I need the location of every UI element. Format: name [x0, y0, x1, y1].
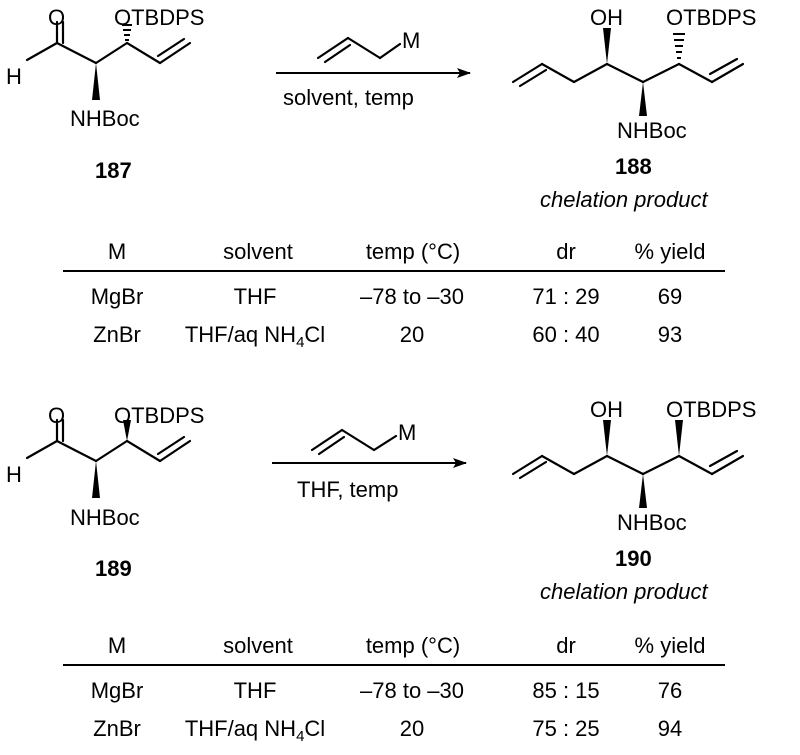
table-rule: [63, 270, 725, 272]
cell-metal: MgBr: [90, 284, 144, 309]
carbonyl-oxygen-label: O: [48, 403, 66, 428]
compound-number-188: 188: [615, 154, 652, 179]
cell-metal: MgBr: [90, 678, 144, 703]
reaction-conditions: solvent, temp: [283, 85, 414, 110]
compound-number-189: 189: [95, 556, 132, 581]
carbonyl-oxygen-label: O: [48, 5, 66, 30]
table-header-solvent: solvent: [223, 633, 293, 658]
reagent-metal-label: M: [398, 420, 417, 445]
reagent-metal-label: M: [402, 28, 421, 53]
cell-temp: 20: [399, 716, 425, 741]
wedge-bond-otbdps-189: [123, 420, 131, 441]
amine-label: NHBoc: [70, 106, 140, 131]
amine-label: NHBoc: [70, 505, 140, 530]
table-header-dr: dr: [556, 239, 576, 264]
hydroxyl-label: OH: [590, 5, 623, 30]
cell-dr: 71 : 29: [532, 284, 600, 309]
wedge-bond-hydroxyl-190: [603, 420, 611, 456]
cell-solvent: THF/aq NH4Cl: [184, 322, 326, 351]
cell-dr: 85 : 15: [532, 678, 600, 703]
table-header-solvent: solvent: [223, 239, 293, 264]
cell-yield: 69: [657, 284, 683, 309]
product-caption: chelation product: [540, 187, 708, 212]
wedge-bond-amine-190: [639, 474, 647, 508]
cell-solvent: THF: [233, 678, 277, 703]
cell-yield: 93: [657, 322, 683, 347]
hash-bond-otbdps-187: [122, 24, 132, 41]
table-header-yield: % yield: [634, 633, 706, 658]
substrate-189-skeleton: [25, 418, 192, 463]
aldehyde-hydrogen-label: H: [6, 64, 22, 89]
cell-yield: 76: [657, 678, 683, 703]
reaction-conditions: THF, temp: [297, 477, 399, 502]
table-header-metal: M: [107, 239, 127, 264]
cell-solvent: THF/aq NH4Cl: [184, 716, 326, 745]
table-header-yield: % yield: [634, 239, 706, 264]
table-header-temp: temp (°C): [365, 239, 461, 264]
cell-dr: 60 : 40: [532, 322, 600, 347]
otbdps-label: OTBDPS: [666, 397, 757, 422]
cell-metal: ZnBr: [93, 322, 141, 347]
cell-yield: 94: [657, 716, 683, 741]
wedge-bond-amine-188: [639, 82, 647, 116]
table-header-temp: temp (°C): [365, 633, 461, 658]
wedge-bond-otbdps-190: [675, 420, 683, 456]
cell-temp: 20: [399, 322, 425, 347]
substrate-187-skeleton: [25, 20, 192, 65]
wedge-bond-amine-189: [92, 461, 100, 498]
compound-number-190: 190: [615, 546, 652, 571]
product-190-skeleton: [511, 449, 745, 480]
otbdps-label: OTBDPS: [114, 403, 205, 428]
table-rule: [63, 664, 725, 666]
aldehyde-hydrogen-label: H: [6, 462, 22, 487]
table-header-dr: dr: [556, 633, 576, 658]
cell-temp: –78 to –30: [360, 284, 464, 309]
wedge-bond-amine-187: [92, 63, 100, 100]
otbdps-label: OTBDPS: [114, 5, 205, 30]
amine-label: NHBoc: [617, 118, 687, 143]
cell-temp: –78 to –30: [360, 678, 464, 703]
cell-metal: ZnBr: [93, 716, 141, 741]
cell-solvent: THF: [233, 284, 277, 309]
cell-dr: 75 : 25: [532, 716, 600, 741]
otbdps-label: OTBDPS: [666, 5, 757, 30]
hydroxyl-label: OH: [590, 397, 623, 422]
table-header-metal: M: [107, 633, 127, 658]
allyl-reagent-2: [310, 428, 398, 456]
hash-bond-otbdps-188: [673, 33, 685, 59]
product-188-skeleton: [511, 57, 745, 88]
amine-label: NHBoc: [617, 510, 687, 535]
product-caption: chelation product: [540, 579, 708, 604]
wedge-bond-hydroxyl-188: [603, 28, 611, 64]
compound-number-187: 187: [95, 158, 132, 183]
allyl-reagent-1: [316, 36, 402, 64]
